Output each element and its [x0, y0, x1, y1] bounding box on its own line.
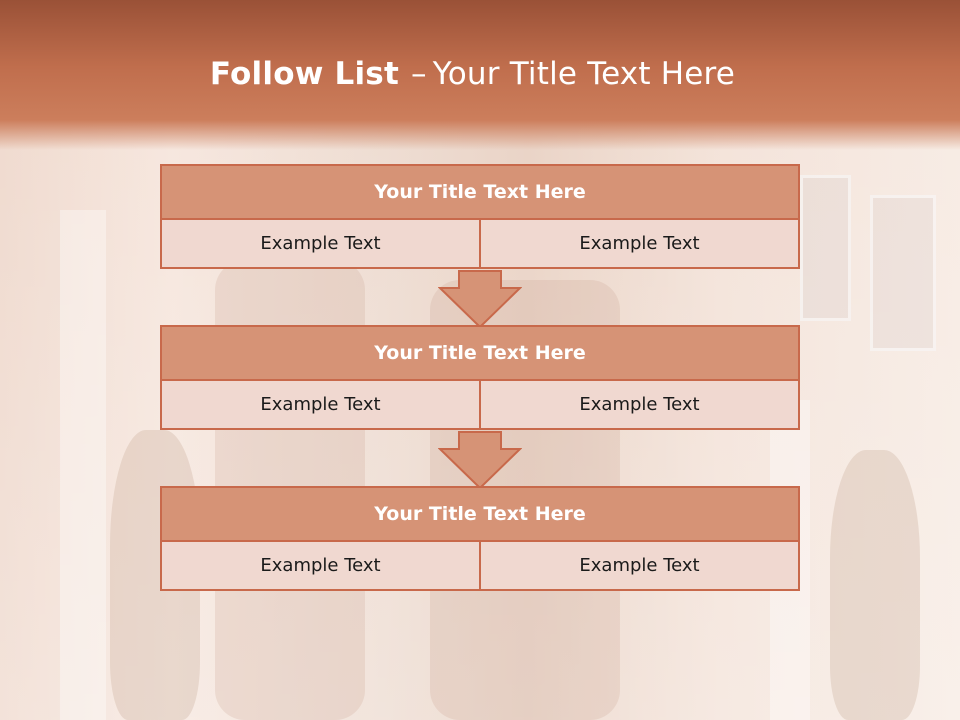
tree	[830, 450, 920, 720]
house-window	[800, 175, 851, 321]
block-cell-left: Example Text	[160, 542, 481, 591]
slide-title-rest: Your Title Text Here	[432, 56, 736, 92]
slide-title-bold: Follow List	[209, 56, 399, 92]
down-arrow-icon	[438, 431, 522, 489]
block-cell-left: Example Text	[160, 220, 481, 269]
block-row: Example Text Example Text	[160, 220, 800, 269]
block-cell-right: Example Text	[481, 220, 800, 269]
block-cell-left: Example Text	[160, 381, 481, 430]
list-block-1: Your Title Text Here Example Text Exampl…	[160, 164, 800, 269]
block-row: Example Text Example Text	[160, 381, 800, 430]
down-arrow-icon	[438, 270, 522, 328]
house-column	[60, 210, 106, 720]
block-row: Example Text Example Text	[160, 542, 800, 591]
block-cell-right: Example Text	[481, 542, 800, 591]
block-cell-right: Example Text	[481, 381, 800, 430]
slide-title-dash: –	[410, 56, 427, 92]
block-title: Your Title Text Here	[160, 486, 800, 542]
list-block-3: Your Title Text Here Example Text Exampl…	[160, 486, 800, 591]
block-title: Your Title Text Here	[160, 325, 800, 381]
house-window	[870, 195, 936, 351]
list-block-2: Your Title Text Here Example Text Exampl…	[160, 325, 800, 430]
slide-title: Follow List–Your Title Text Here	[0, 56, 945, 92]
block-title: Your Title Text Here	[160, 164, 800, 220]
title-banner	[0, 0, 960, 150]
